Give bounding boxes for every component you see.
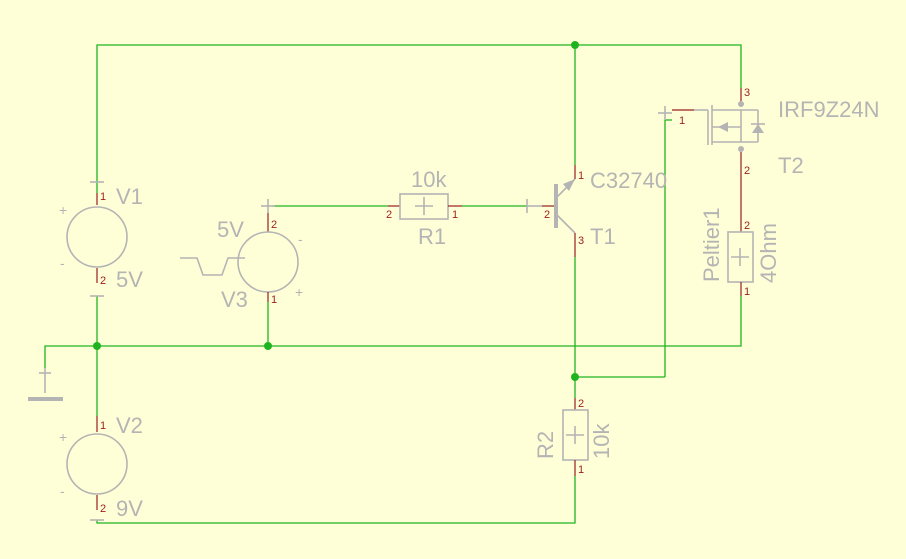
ground-symbol — [28, 368, 63, 401]
t1-part: C32740 — [590, 168, 667, 193]
v1-plus: + — [59, 202, 67, 218]
transistor-t1[interactable]: 1 2 3 C32740 T1 — [526, 165, 667, 257]
pulse-waveform-icon — [180, 257, 245, 276]
peltier-pin-2: 2 — [744, 220, 750, 232]
resistor-r1[interactable]: 2 1 10k R1 — [386, 167, 462, 249]
t1-pin-2: 2 — [544, 209, 550, 221]
v1-value: 5V — [116, 267, 143, 292]
voltage-source-v1[interactable]: 1 2 + - V1 5V — [59, 181, 143, 297]
voltage-source-v2[interactable]: 1 2 + - V2 9V — [59, 413, 143, 521]
junction-r2 — [571, 373, 579, 381]
v3-minus: - — [298, 231, 303, 247]
t2-pin-1: 1 — [679, 115, 685, 127]
v3-value: 5V — [217, 217, 244, 242]
resistor-r2[interactable]: 2 1 R2 10k — [533, 398, 614, 476]
peltier-value: 4Ohm — [756, 223, 781, 283]
r1-value: 10k — [411, 167, 447, 192]
v3-plus: + — [295, 284, 303, 300]
wires — [44, 44, 742, 524]
v3-pin-2: 2 — [271, 219, 277, 231]
t2-pin-3: 3 — [744, 87, 750, 99]
junction-ground-left — [93, 342, 101, 350]
v2-pin-1: 1 — [100, 420, 106, 432]
r2-name: R2 — [533, 431, 558, 459]
r1-name: R1 — [418, 224, 446, 249]
r1-pin-1: 1 — [452, 209, 458, 221]
t1-name: T1 — [590, 224, 616, 249]
junction-top — [571, 41, 579, 49]
mosfet-t2[interactable]: 3 1 2 IRF9Z24N T2 — [658, 87, 879, 178]
v3-pin-1: 1 — [271, 294, 277, 306]
t2-name: T2 — [778, 153, 804, 178]
peltier-pin-1: 1 — [744, 286, 750, 298]
t1-pin-3: 3 — [578, 235, 584, 247]
t2-part: IRF9Z24N — [778, 97, 879, 122]
v2-name: V2 — [116, 413, 143, 438]
v1-pin-1: 1 — [100, 191, 106, 203]
r2-pin-2: 2 — [578, 398, 584, 410]
v2-minus: - — [60, 483, 65, 499]
r2-value: 10k — [589, 423, 614, 459]
v1-pin-2: 2 — [100, 275, 106, 287]
v1-name: V1 — [116, 184, 143, 209]
v3-name: V3 — [221, 287, 248, 312]
v2-pin-2: 2 — [100, 503, 106, 515]
peltier-element[interactable]: 2 1 Peltier1 4Ohm — [699, 176, 781, 298]
v2-value: 9V — [116, 496, 143, 521]
junction-ground-v3 — [264, 342, 272, 350]
peltier-name: Peltier1 — [699, 207, 724, 282]
v1-minus: - — [60, 255, 65, 271]
r2-pin-1: 1 — [578, 464, 584, 476]
t2-pin-2: 2 — [744, 165, 750, 177]
junctions — [93, 41, 579, 381]
t1-pin-1: 1 — [578, 170, 584, 182]
r1-pin-2: 2 — [386, 209, 392, 221]
v2-plus: + — [59, 429, 67, 445]
pulse-source-v3[interactable]: 2 1 - + 5V V3 — [180, 199, 303, 312]
